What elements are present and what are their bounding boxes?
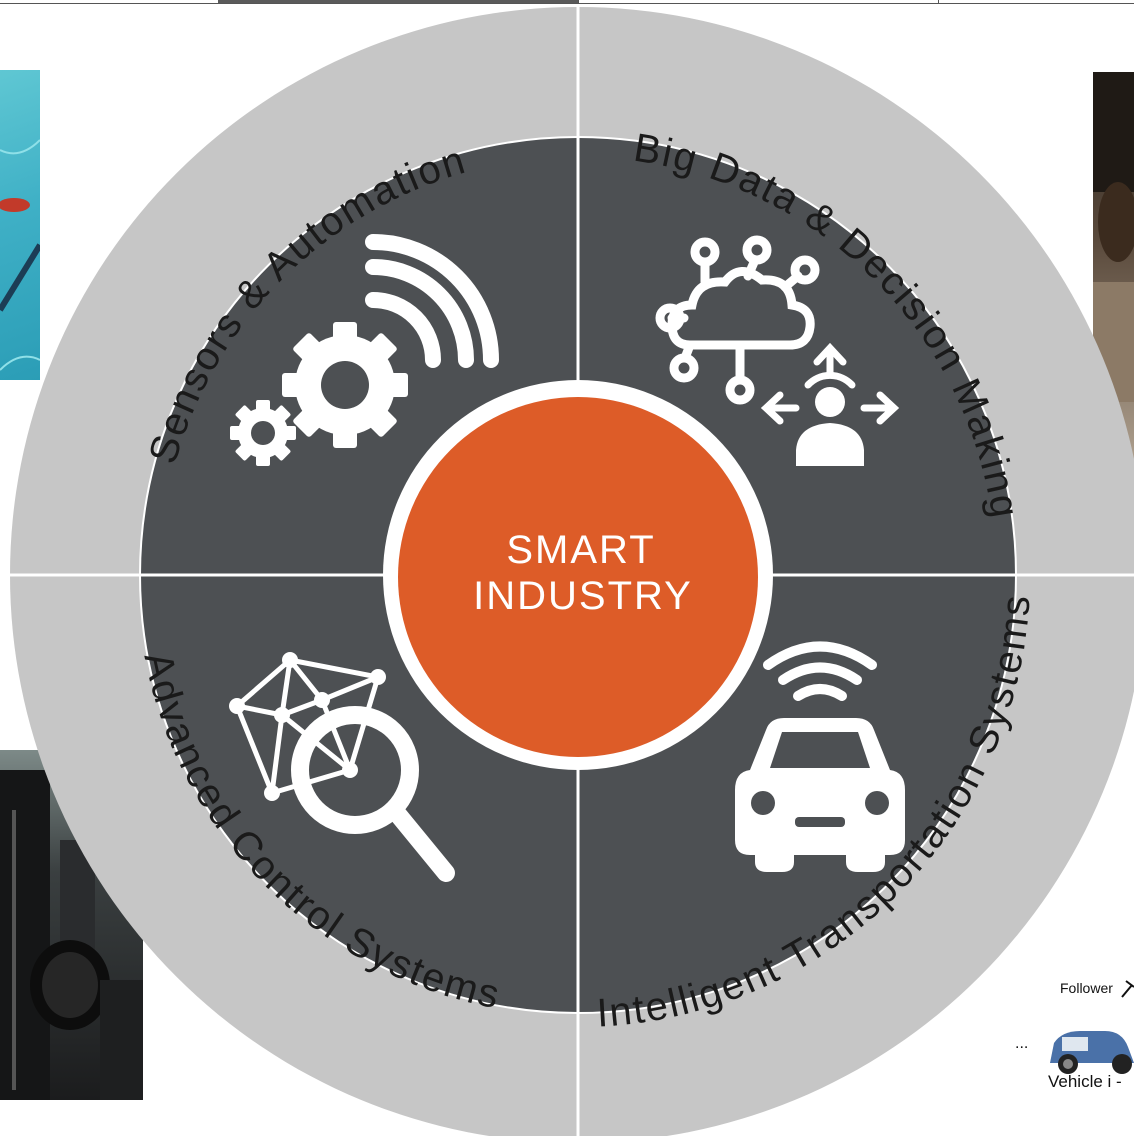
- inner-ring-edge: [139, 136, 1017, 1014]
- car-signal-icon: [763, 641, 877, 701]
- wifi-waves-icon: [365, 234, 499, 368]
- field-work-detail: [1093, 72, 1134, 402]
- pool-photo-detail: [0, 139, 40, 371]
- lab-equipment-detail: [0, 770, 143, 1100]
- follower-arrow-and-car: [1050, 980, 1134, 1074]
- follower-label: Follower: [1060, 980, 1113, 996]
- ellipsis-label: ...: [1015, 1035, 1029, 1052]
- cloud-network-decision-icon: [655, 235, 900, 466]
- vehicle-platoon-figure: Follower ... Vehicle i -: [1010, 975, 1134, 1100]
- top-bar-segment: [578, 0, 939, 4]
- network-search-icon: [229, 652, 455, 882]
- center-title-line2: INDUSTRY: [473, 574, 693, 618]
- connected-car-icon: [735, 641, 905, 872]
- center-title-line1: SMART: [506, 528, 655, 572]
- top-border-bar: [0, 0, 1134, 5]
- magnifier-icon: [291, 706, 455, 882]
- top-bar-segment: [0, 0, 218, 4]
- pool-photo: [0, 70, 40, 380]
- small-gear-icon: [230, 400, 296, 466]
- large-gear-icon: [282, 322, 408, 448]
- vehicle-label: Vehicle i -: [1048, 1072, 1122, 1091]
- center-hub: [398, 397, 758, 757]
- person-decision-icon: [760, 342, 900, 466]
- gears-wifi-icon: [230, 234, 499, 466]
- car-details: [751, 732, 889, 827]
- top-bar-segment: [938, 0, 1134, 4]
- top-bar-segment-active: [218, 0, 578, 4]
